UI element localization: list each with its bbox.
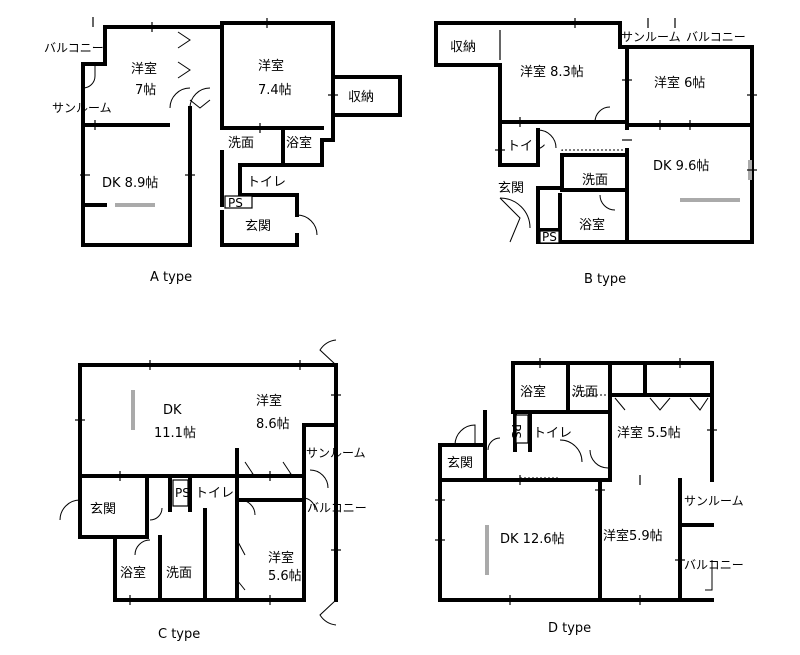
- d-western2-label: 洋室5.9帖: [603, 528, 663, 544]
- c-balcony-label: バルコニー: [307, 501, 367, 515]
- plan-d: 浴室 洗面 洋室 5.5帖 PS トイレ 玄関 サンルーム DK 12.6帖 洋…: [435, 358, 744, 636]
- d-washroom-label: 洗面: [572, 385, 598, 400]
- b-dk-label: DK 9.6帖: [653, 159, 709, 174]
- c-washroom-label: 洗面: [166, 566, 192, 581]
- d-entrance-label: 玄関: [447, 456, 473, 471]
- c-toilet-label: トイレ: [195, 486, 234, 501]
- b-western1-label: 洋室 8.3帖: [520, 64, 584, 80]
- c-western2-name: 洋室: [268, 550, 294, 566]
- a-caption: A type: [150, 270, 192, 285]
- c-western1-name: 洋室: [256, 393, 282, 409]
- a-dk-label: DK 8.9帖: [102, 176, 158, 191]
- d-sunroom-label: サンルーム: [684, 494, 744, 508]
- d-ps-label: PS: [509, 424, 523, 439]
- a-storage-label: 収納: [348, 90, 374, 105]
- d-toilet-label: トイレ: [533, 426, 572, 441]
- c-bath-label: 浴室: [120, 565, 146, 581]
- b-bath-label: 浴室: [579, 217, 605, 233]
- a-entrance-label: 玄関: [245, 219, 271, 234]
- b-caption: B type: [584, 272, 626, 287]
- b-toilet-label: トイレ: [507, 139, 546, 154]
- a-bath-label: 浴室: [286, 135, 312, 151]
- b-washroom-label: 洗面: [582, 173, 608, 188]
- d-bath-label: 浴室: [520, 384, 546, 400]
- c-western2-size: 5.6帖: [268, 569, 302, 584]
- b-ps-label: PS: [542, 230, 557, 244]
- d-western1-label: 洋室 5.5帖: [617, 425, 681, 441]
- c-dk-name: DK: [163, 403, 182, 418]
- plan-b: 収納 洋室 8.3帖 サンルーム バルコニー 洋室 6帖 トイレ DK 9.6帖…: [434, 18, 757, 287]
- plan-a: バルコニー サンルーム 洋室 7帖 洋室 7.4帖 収納 DK 8.9帖 洗面 …: [44, 17, 402, 285]
- a-western1-name: 洋室: [131, 61, 157, 77]
- a-washroom-label: 洗面: [228, 136, 254, 151]
- b-sunroom-label: サンルーム: [621, 30, 681, 44]
- c-dk-size: 11.1帖: [154, 426, 196, 441]
- b-storage-label: 収納: [450, 40, 476, 55]
- c-sunroom-label: サンルーム: [306, 446, 366, 460]
- a-western1-size: 7帖: [135, 83, 156, 98]
- d-dk-label: DK 12.6帖: [500, 532, 565, 547]
- b-entrance-label: 玄関: [498, 181, 524, 196]
- c-entrance-label: 玄関: [90, 502, 116, 517]
- a-balcony-label: バルコニー: [44, 41, 104, 55]
- b-western2-label: 洋室 6帖: [654, 75, 705, 91]
- c-caption: C type: [158, 627, 200, 642]
- c-western1-size: 8.6帖: [256, 417, 290, 432]
- a-toilet-label: トイレ: [247, 175, 286, 190]
- a-western2-name: 洋室: [258, 58, 284, 74]
- d-balcony-label: バルコニー: [684, 558, 744, 572]
- a-ps-label: PS: [228, 196, 243, 210]
- plan-c: DK 11.1帖 洋室 8.6帖 サンルーム 玄関 PS トイレ バルコニー 浴…: [59, 339, 367, 642]
- a-western2-size: 7.4帖: [258, 83, 292, 98]
- a-sunroom-label: サンルーム: [52, 101, 112, 115]
- b-balcony-label: バルコニー: [686, 30, 746, 44]
- d-caption: D type: [548, 621, 591, 636]
- c-ps-label: PS: [175, 486, 190, 500]
